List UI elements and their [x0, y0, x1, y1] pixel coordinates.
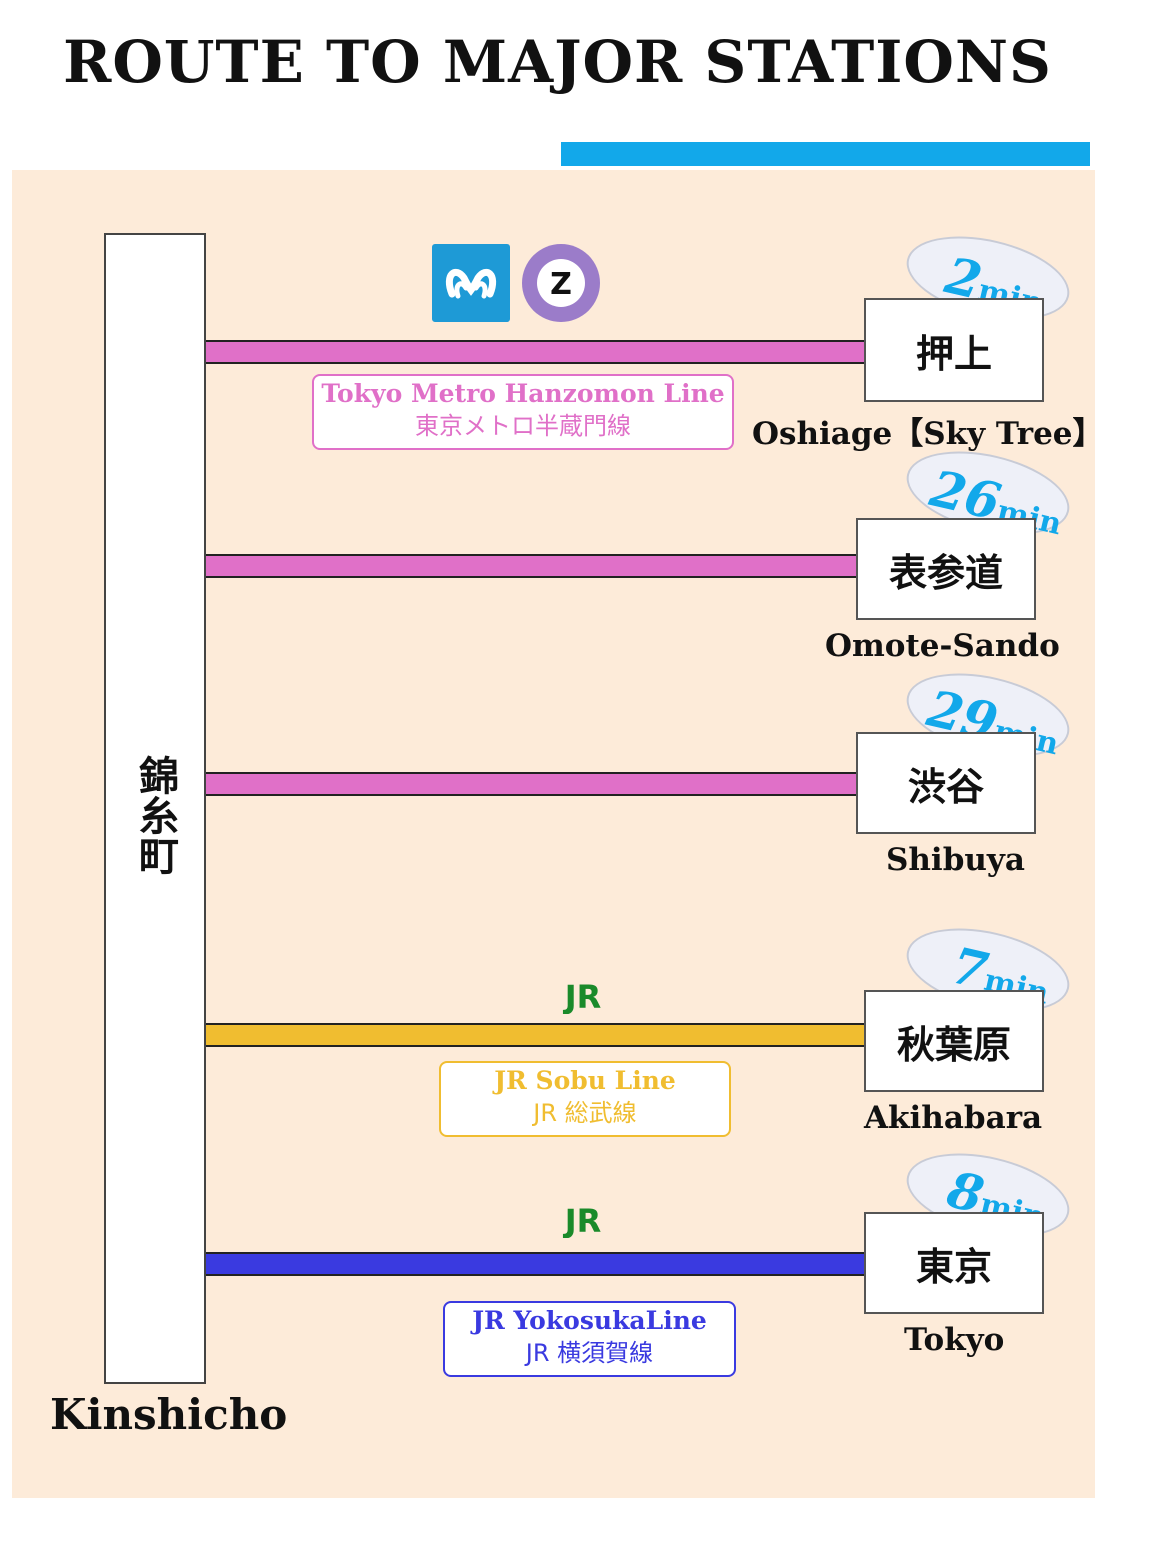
line-label-sobu-ja: JR 総武線	[533, 1099, 637, 1127]
station-name-ja: 表参道	[888, 550, 1003, 595]
line-label-yokosuka: JR YokosukaLine JR 横須賀線	[443, 1301, 736, 1377]
origin-station-name-en: Kinshicho	[50, 1390, 288, 1439]
station-name-en: Omote-Sando	[825, 628, 1060, 664]
route-line-akihabara	[206, 1023, 864, 1047]
jr-logo-icon: JR	[563, 1202, 602, 1238]
line-label-hanzomon-en: Tokyo Metro Hanzomon Line	[321, 379, 725, 408]
station-name-ja: 渋谷	[907, 764, 984, 809]
route-line-oshiage	[206, 340, 864, 364]
hanzomon-z-icon: Z	[522, 244, 600, 322]
jr-logo-icon: JR	[563, 978, 602, 1014]
line-label-yokosuka-en: JR YokosukaLine	[472, 1306, 707, 1335]
origin-station-name-ja: 錦糸町	[132, 755, 178, 875]
station-box-akihabara: 秋葉原	[864, 990, 1044, 1092]
station-box-shibuya: 渋谷	[856, 732, 1036, 834]
station-name-ja: 東京	[915, 1244, 992, 1289]
station-name-en: Oshiage【Sky Tree】	[752, 416, 1104, 452]
title-accent-bar	[561, 142, 1090, 166]
station-box-tokyo: 東京	[864, 1212, 1044, 1314]
route-line-tokyo	[206, 1252, 864, 1276]
svg-text:JR: JR	[563, 1202, 602, 1238]
station-name-en: Tokyo	[904, 1322, 1005, 1358]
line-label-hanzomon-ja: 東京メトロ半蔵門線	[415, 412, 631, 440]
route-line-omote-sando	[206, 554, 856, 578]
svg-text:Z: Z	[550, 267, 572, 302]
line-label-sobu: JR Sobu Line JR 総武線	[439, 1061, 731, 1137]
svg-text:JR: JR	[563, 978, 602, 1014]
station-name-en: Shibuya	[886, 842, 1026, 878]
origin-station-box: 錦糸町	[104, 233, 206, 1384]
page-title: ROUTE TO MAJOR STATIONS	[63, 28, 1052, 96]
line-label-sobu-en: JR Sobu Line	[494, 1066, 676, 1095]
line-label-yokosuka-ja: JR 横須賀線	[525, 1339, 654, 1367]
route-line-shibuya	[206, 772, 856, 796]
line-label-hanzomon: Tokyo Metro Hanzomon Line 東京メトロ半蔵門線	[312, 374, 734, 450]
station-name-ja: 秋葉原	[896, 1022, 1011, 1067]
station-box-omote-sando: 表参道	[856, 518, 1036, 620]
station-name-ja: 押上	[915, 331, 992, 376]
tokyo-metro-logo-icon	[432, 244, 510, 322]
station-name-en: Akihabara	[864, 1100, 1043, 1136]
station-box-oshiage: 押上	[864, 298, 1044, 402]
